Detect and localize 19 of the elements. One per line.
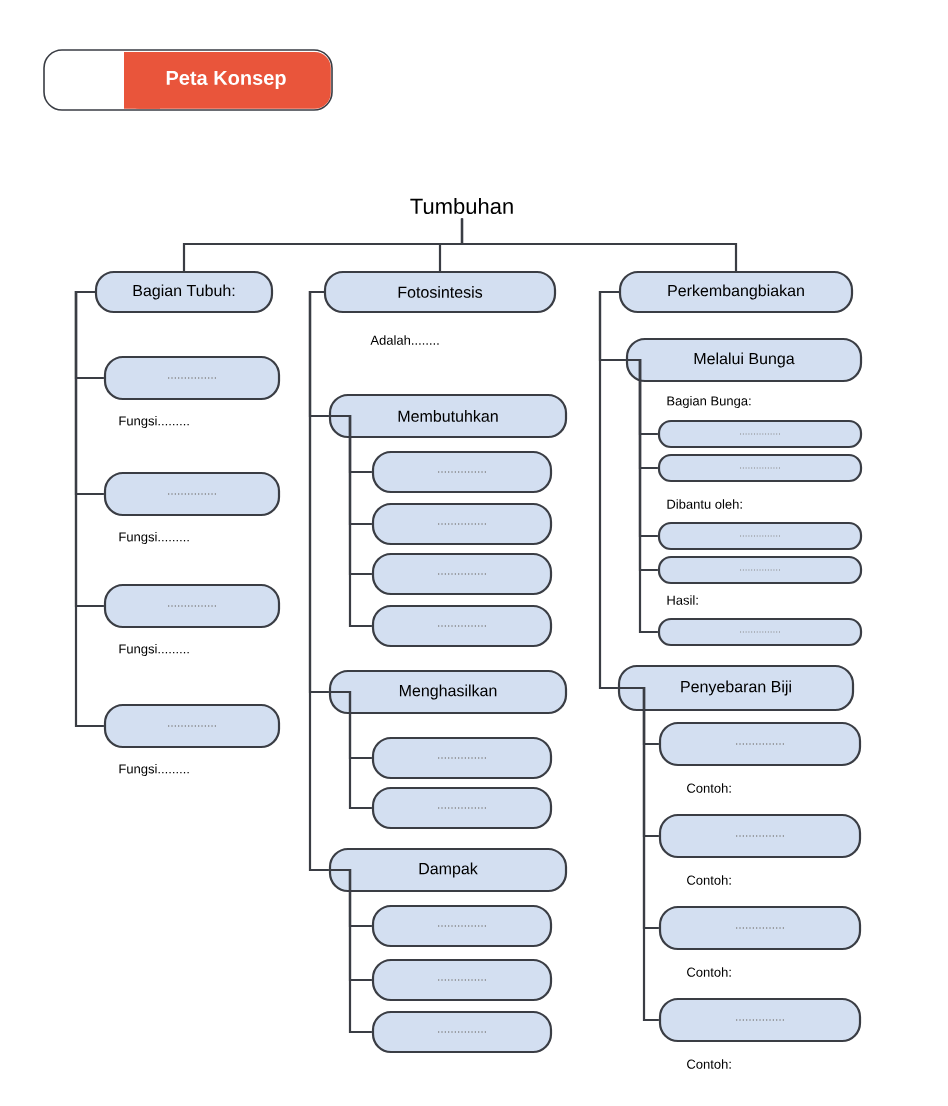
connector (308, 290, 329, 872)
concept-box: Fotosintesis (323, 270, 557, 314)
concept-box: Dampak (328, 847, 568, 893)
connector (74, 290, 104, 728)
connector (328, 414, 372, 628)
root-label: Tumbuhan (410, 197, 513, 215)
concept-box: Perkembangbiakan (618, 270, 854, 314)
concept-box: Melalui Bunga (625, 337, 863, 383)
connector (617, 686, 659, 1022)
connector (328, 868, 372, 1034)
title-badge: Peta Konsep (43, 49, 333, 111)
concept-box: Membutuhkan (328, 393, 568, 439)
connector (625, 358, 658, 634)
concept-box: Bagian Tubuh: (94, 270, 274, 314)
concept-box: Penyebaran Biji (617, 664, 855, 712)
connector (328, 690, 372, 810)
connector (598, 290, 619, 690)
concept-box: Menghasilkan (328, 669, 568, 715)
connector (460, 218, 738, 271)
